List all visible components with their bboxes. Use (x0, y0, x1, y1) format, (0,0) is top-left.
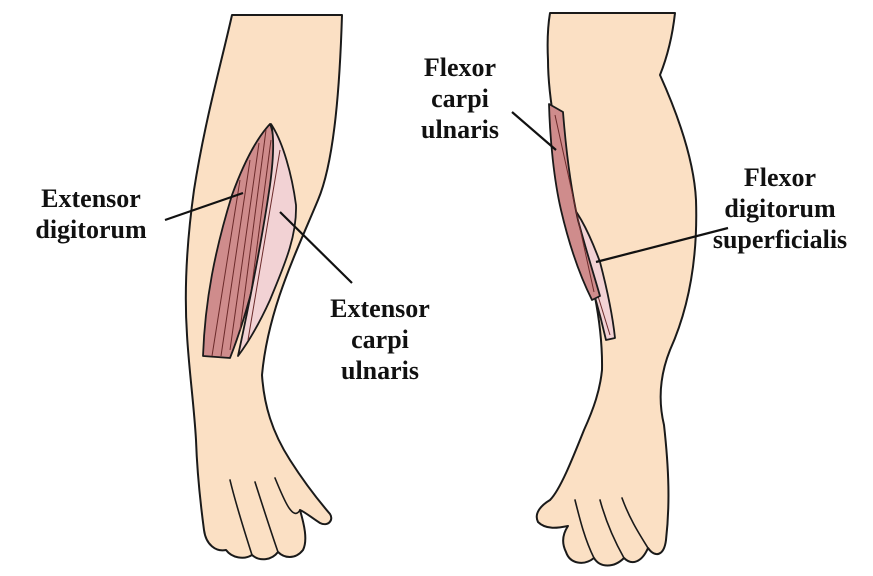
label-extensor-carpi-ulnaris-line-2: carpi (305, 324, 455, 355)
label-flexor-digitorum-superficialis-line-2: digitorum (700, 193, 860, 224)
label-flexor-digitorum-superficialis-line-1: Flexor (700, 162, 860, 193)
right-arm-anterior (537, 13, 697, 566)
label-extensor-carpi-ulnaris-line-3: ulnaris (305, 355, 455, 386)
label-flexor-carpi-ulnaris-line-3: ulnaris (400, 114, 520, 145)
label-flexor-digitorum-superficialis-line-3: superficialis (700, 224, 860, 255)
left-arm-posterior (186, 15, 342, 559)
label-flexor-carpi-ulnaris-line-1: Flexor (400, 52, 520, 83)
label-flexor-carpi-ulnaris-line-2: carpi (400, 83, 520, 114)
right-arm-outline (537, 13, 697, 566)
label-extensor-digitorum-line-2: digitorum (16, 214, 166, 245)
label-extensor-carpi-ulnaris: Extensor carpi ulnaris (305, 293, 455, 386)
label-extensor-digitorum-line-1: Extensor (16, 183, 166, 214)
label-flexor-carpi-ulnaris: Flexor carpi ulnaris (400, 52, 520, 145)
label-extensor-carpi-ulnaris-line-1: Extensor (305, 293, 455, 324)
label-flexor-digitorum-superficialis: Flexor digitorum superficialis (700, 162, 860, 255)
label-extensor-digitorum: Extensor digitorum (16, 183, 166, 245)
